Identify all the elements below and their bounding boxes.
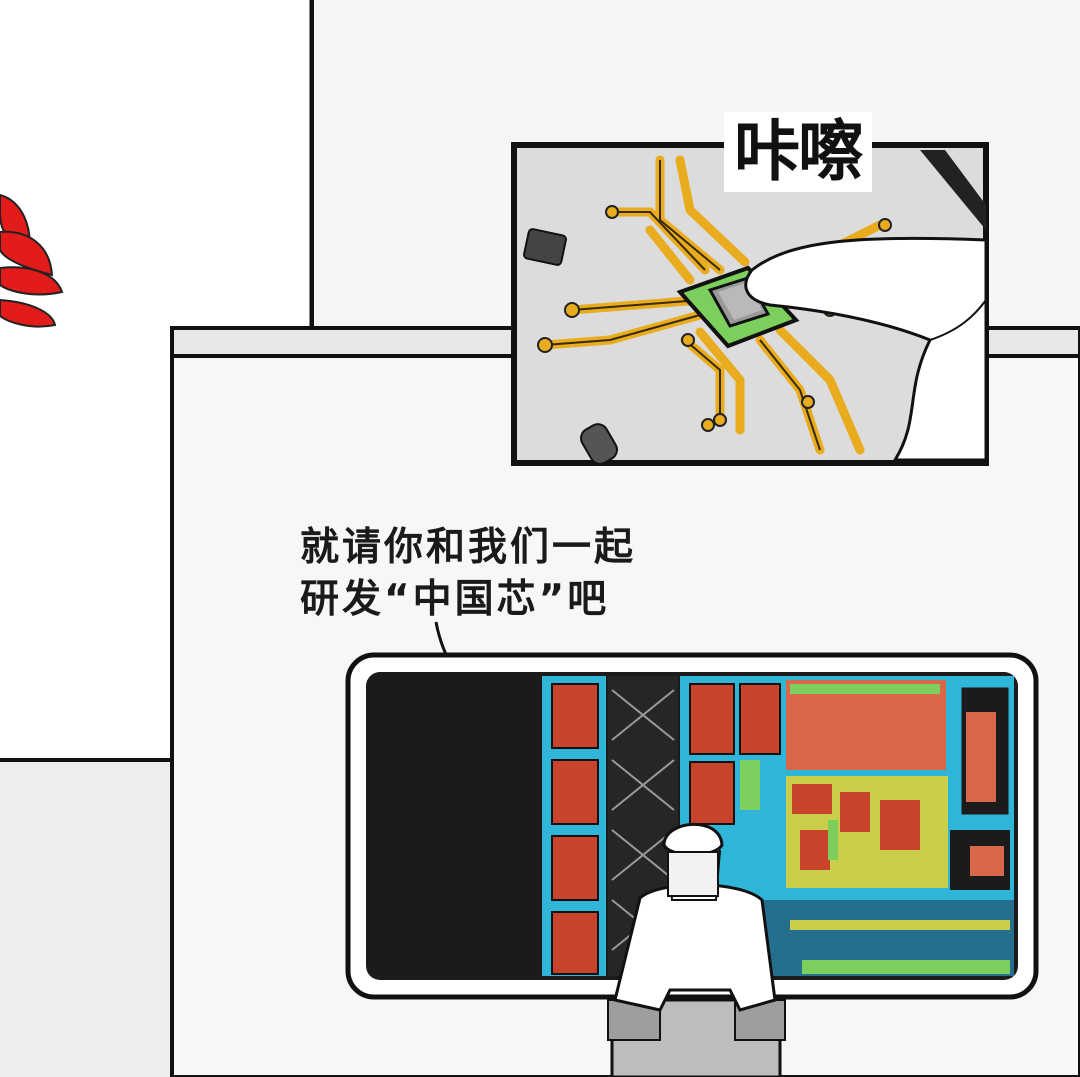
speech-line-2: 研发“中国芯”吧 [300, 577, 610, 622]
left-lower-panel [0, 760, 170, 1077]
chip-inset-panel [511, 142, 989, 466]
sound-effect-text: 咔嚓 [724, 112, 872, 192]
chip-layout-screen-icon [345, 652, 1039, 1000]
speech-line-1: 就请你和我们一起 [300, 525, 637, 570]
engineer-figure-icon [607, 822, 786, 1077]
speech-bubble: 就请你和我们一起 研发“中国芯”吧 [300, 522, 636, 626]
huawei-logo-icon [0, 193, 64, 328]
